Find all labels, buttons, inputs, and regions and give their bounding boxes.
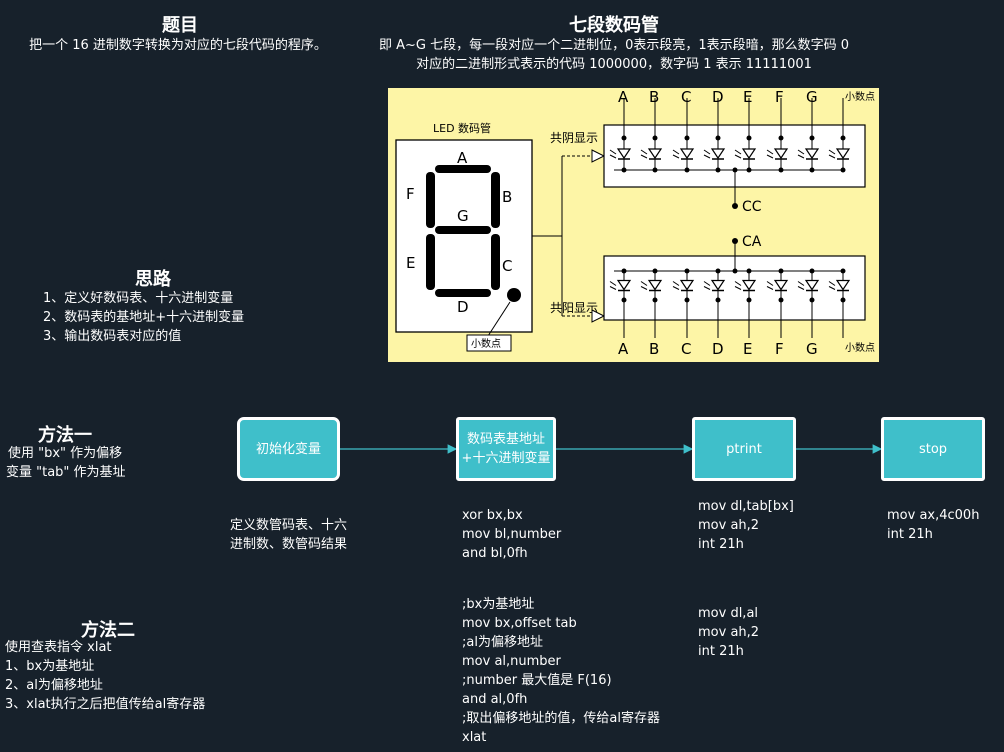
cc-diode bbox=[672, 135, 695, 173]
code-method1-base: xor bx,bx mov bl,number and bl,0fh bbox=[462, 508, 562, 561]
pin-label-bottom: D bbox=[712, 340, 724, 358]
segment-d bbox=[435, 289, 491, 297]
node-ptrint[interactable]: ptrint bbox=[692, 417, 796, 481]
code-method2-base: ;bx为基地址 mov bx,offset tab ;al为偏移地址 mov a… bbox=[462, 597, 660, 745]
segment-f bbox=[426, 172, 435, 228]
pin-label-top: A bbox=[618, 88, 629, 106]
seven-segment-figure: LED 数码管 A B C D E F G 小数点 共阴显示 共阳显示 CC bbox=[388, 88, 879, 362]
pin-label-top: G bbox=[806, 88, 818, 106]
cc-label: CC bbox=[742, 199, 762, 215]
cc-diode bbox=[797, 135, 820, 173]
ca-diode bbox=[734, 268, 757, 303]
pin-label-top: C bbox=[681, 88, 691, 106]
decimal-point-box bbox=[466, 334, 512, 352]
method2-step-1: 1、bx为基地址 bbox=[5, 659, 95, 674]
ca-diode bbox=[703, 268, 726, 303]
note-init: 定义数管码表、十六 进制数、数管码结果 bbox=[230, 518, 348, 552]
ca-label: CA bbox=[742, 234, 762, 250]
segment-e bbox=[426, 234, 435, 290]
code-method1-print: mov dl,tab[bx] mov ah,2 int 21h bbox=[698, 499, 794, 552]
label-g: G bbox=[457, 207, 469, 225]
method2-desc: 使用查表指令 xlat bbox=[5, 640, 112, 655]
pin-label-top: B bbox=[649, 88, 659, 106]
pin-label-bottom: 小数点 bbox=[845, 341, 875, 354]
segment-c bbox=[491, 234, 500, 290]
ca-diode bbox=[609, 268, 632, 303]
pin-label-bottom: B bbox=[649, 340, 659, 358]
code-stop: mov ax,4c00h int 21h bbox=[887, 508, 980, 542]
pin-label-top: F bbox=[775, 88, 784, 106]
seven-seg-desc-line1: 即 A~G 七段，每一段对应一个二进制位，0表示段亮，1表示段暗，那么数字码 0 bbox=[378, 38, 850, 53]
pin-label-bottom: C bbox=[681, 340, 691, 358]
cc-diode bbox=[640, 135, 663, 173]
label-d: D bbox=[457, 298, 469, 316]
seven-seg-title: 七段数码管 bbox=[569, 15, 659, 36]
decimal-point-dot bbox=[507, 288, 521, 302]
ca-arrow bbox=[591, 309, 606, 323]
label-b: B bbox=[502, 188, 512, 206]
ca-diode bbox=[797, 268, 820, 303]
seven-seg-desc-line2: 对应的二进制形式表示的代码 1000000，数字码 1 表示 11111001 bbox=[416, 57, 812, 72]
ca-diode bbox=[828, 268, 851, 303]
approach-step-3: 3、输出数码表对应的值 bbox=[43, 329, 182, 344]
approach-step-1: 1、定义好数码表、十六进制变量 bbox=[43, 291, 234, 306]
pin-label-top: D bbox=[712, 88, 724, 106]
label-c: C bbox=[502, 257, 512, 275]
pin-label-top: 小数点 bbox=[845, 90, 875, 103]
common-cathode-label: 共阴显示 bbox=[550, 131, 598, 145]
method2-step-2: 2、al为偏移地址 bbox=[5, 678, 103, 693]
pin-label-bottom: A bbox=[618, 340, 629, 358]
method1-title: 方法一 bbox=[38, 425, 92, 446]
method2-step-3: 3、xlat执行之后把值传给al寄存器 bbox=[5, 697, 206, 712]
method1-desc-line1: 使用 "bx" 作为偏移 bbox=[8, 446, 123, 461]
decimal-point-pointer bbox=[487, 301, 511, 337]
approach-step-2: 2、数码表的基地址+十六进制变量 bbox=[43, 310, 245, 325]
topic-title: 题目 bbox=[162, 15, 198, 36]
label-a: A bbox=[457, 149, 468, 167]
ca-diode bbox=[766, 268, 789, 303]
node-table-base-plus-hex[interactable]: 数码表基地址 +十六进制变量 bbox=[456, 417, 556, 481]
code-method2-print: mov dl,al mov ah,2 int 21h bbox=[698, 606, 760, 659]
method2-title: 方法二 bbox=[81, 620, 135, 641]
segment-g bbox=[435, 226, 491, 234]
common-anode-label: 共阳显示 bbox=[550, 301, 598, 315]
common-anode-circuit: CA bbox=[603, 234, 866, 338]
segment-b bbox=[491, 172, 500, 228]
pin-label-bottom: G bbox=[806, 340, 818, 358]
led-title: LED 数码管 bbox=[433, 121, 491, 135]
topic-description: 把一个 16 进制数字转换为对应的七段代码的程序。 bbox=[29, 38, 327, 53]
cc-diode bbox=[703, 135, 726, 173]
label-f: F bbox=[406, 185, 415, 203]
segment-a bbox=[435, 165, 491, 173]
pin-label-top: E bbox=[743, 88, 752, 106]
common-cathode-circuit: CC bbox=[603, 98, 866, 215]
cc-diode bbox=[828, 135, 851, 173]
pin-label-bottom: E bbox=[743, 340, 752, 358]
cc-diode bbox=[766, 135, 789, 173]
decimal-point-label: 小数点 bbox=[471, 337, 501, 350]
ca-diode bbox=[672, 268, 695, 303]
method1-desc-line2: 变量 "tab" 作为基址 bbox=[6, 465, 126, 480]
node-stop[interactable]: stop bbox=[881, 417, 985, 481]
cc-arrow bbox=[591, 149, 606, 163]
ca-diode bbox=[640, 268, 663, 303]
pin-label-bottom: F bbox=[775, 340, 784, 358]
cc-diode bbox=[734, 135, 757, 173]
cc-diode bbox=[609, 135, 632, 173]
node-init-vars[interactable]: 初始化变量 bbox=[237, 417, 340, 481]
approach-title: 思路 bbox=[135, 269, 171, 290]
label-e: E bbox=[406, 254, 415, 272]
